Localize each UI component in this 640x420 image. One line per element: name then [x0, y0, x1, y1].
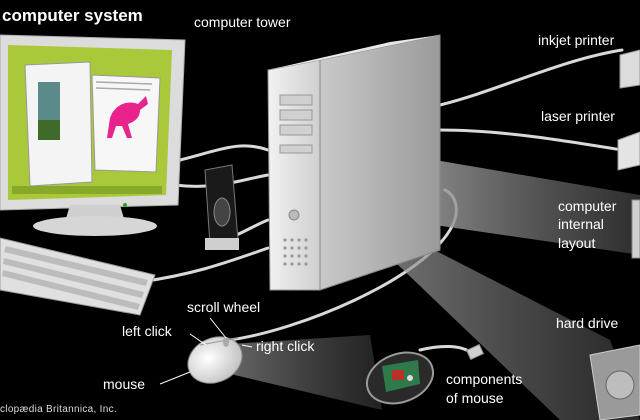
cable-keyboard — [138, 246, 270, 284]
label-computer-internal-layout-2: internal — [558, 216, 604, 232]
label-laser-printer: laser printer — [541, 108, 615, 124]
label-components-of-mouse-2: of mouse — [446, 390, 504, 406]
label-computer-internal-layout-1: computer — [558, 198, 617, 214]
monitor — [0, 34, 186, 236]
hard-drive — [589, 344, 640, 420]
inkjet-printer — [619, 49, 640, 89]
diagram-title: computer system — [2, 6, 143, 25]
credit-line: clopædia Britannica, Inc. — [0, 404, 118, 415]
label-components-of-mouse-1: components — [446, 371, 523, 387]
vent-grill — [283, 238, 308, 266]
leader-lines — [159, 317, 253, 385]
label-computer-tower: computer tower — [194, 14, 291, 30]
cable-inkjet — [438, 48, 624, 107]
speaker — [204, 164, 239, 250]
beam-internal-layout — [435, 160, 640, 255]
keyboard — [0, 237, 156, 316]
label-right-click: right click — [256, 338, 315, 354]
cable-monitor — [178, 144, 270, 162]
drive-bays — [279, 94, 313, 154]
label-computer-internal-layout-3: layout — [558, 235, 596, 251]
beam-hard-drive — [395, 235, 640, 420]
cable-mouse-components — [418, 345, 472, 354]
label-left-click: left click — [122, 323, 172, 339]
laser-printer — [617, 131, 640, 171]
label-inkjet-printer: inkjet printer — [538, 32, 615, 48]
horse-image — [107, 96, 148, 138]
label-scroll-wheel: scroll wheel — [187, 299, 261, 315]
label-mouse: mouse — [103, 376, 146, 392]
mouse-components — [366, 343, 485, 405]
computer-tower — [267, 34, 441, 291]
cable-laser — [438, 128, 624, 152]
internal-layout-view — [631, 199, 640, 259]
label-hard-drive: hard drive — [556, 315, 619, 331]
beam-mouse — [215, 335, 382, 410]
